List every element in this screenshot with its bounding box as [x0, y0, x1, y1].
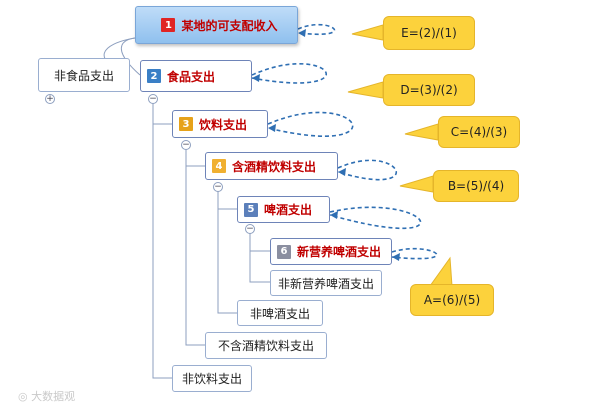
non-alcohol-node[interactable]: 不含酒精饮料支出 [205, 332, 327, 359]
tail-b [399, 175, 434, 193]
tail-d [347, 81, 384, 99]
tail-c [404, 123, 439, 141]
arrow-e [298, 29, 306, 37]
tree-lines [103, 37, 270, 379]
beer-node[interactable]: 5 啤酒支出 [237, 196, 330, 223]
dashed-e [297, 23, 336, 35]
non-drinks-label: 非饮料支出 [181, 372, 242, 386]
non-new-beer-node[interactable]: 非新营养啤酒支出 [270, 270, 382, 296]
dashed-a [329, 206, 422, 230]
alcohol-label: 含酒精饮料支出 [232, 159, 317, 174]
new-beer-node[interactable]: 6 新营养啤酒支出 [270, 238, 392, 265]
badge-2: 2 [147, 69, 161, 83]
alcohol-node[interactable]: 4 含酒精饮料支出 [205, 152, 338, 180]
non-food-label: 非食品支出 [53, 68, 114, 83]
callout-b-label: B=(5)/(4) [447, 179, 505, 193]
arrowheads [252, 29, 400, 261]
badge-6: 6 [277, 244, 291, 259]
line-beer-branch [249, 229, 270, 283]
non-beer-node[interactable]: 非啤酒支出 [237, 300, 323, 326]
root-node[interactable]: 1 某地的可支配收入 [135, 6, 298, 44]
tail-e [351, 24, 384, 41]
line-alcohol-branch [217, 187, 237, 314]
callout-d: D=(3)/(2) [383, 74, 475, 106]
tail-a [429, 256, 453, 287]
non-alcohol-label: 不含酒精饮料支出 [217, 339, 314, 353]
callout-e-label: E=(2)/(1) [401, 26, 457, 40]
callout-b: B=(5)/(4) [433, 170, 519, 202]
callout-e: E=(2)/(1) [383, 16, 475, 50]
arrow-b [338, 168, 346, 176]
callout-d-label: D=(3)/(2) [400, 83, 458, 97]
non-beer-label: 非啤酒支出 [249, 306, 310, 321]
arrow-d [252, 74, 260, 82]
beer-label: 啤酒支出 [264, 203, 313, 217]
dashed-a-low [391, 247, 438, 260]
root-label: 某地的可支配收入 [181, 18, 278, 33]
collapse-toggle-food[interactable]: − [148, 94, 158, 104]
watermark: ◎ 大数据观 [18, 388, 75, 404]
collapse-toggle-alcohol[interactable]: − [213, 182, 223, 192]
badge-3: 3 [179, 117, 193, 131]
line-food-branch [152, 100, 172, 379]
food-label: 食品支出 [167, 69, 216, 84]
dashed-connectors [251, 23, 438, 260]
arrow-a-low [392, 253, 400, 261]
watermark-text: 大数据观 [31, 390, 76, 403]
expand-toggle-non-food[interactable]: + [45, 94, 55, 104]
non-food-node[interactable]: 非食品支出 [38, 58, 130, 92]
drinks-label: 饮料支出 [199, 117, 248, 132]
badge-1: 1 [161, 18, 176, 32]
dashed-d [251, 62, 327, 84]
drinks-node[interactable]: 3 饮料支出 [172, 110, 268, 138]
collapse-toggle-drinks[interactable]: − [181, 140, 191, 150]
collapse-toggle-beer[interactable]: − [245, 224, 255, 234]
callout-c-label: C=(4)/(3) [450, 125, 508, 139]
food-node[interactable]: 2 食品支出 [140, 60, 252, 92]
callout-a: A=(6)/(5) [410, 284, 494, 316]
arrow-c [268, 124, 276, 132]
callout-a-label: A=(6)/(5) [423, 293, 481, 307]
dashed-b [337, 159, 398, 181]
non-new-beer-label: 非新营养啤酒支出 [277, 276, 374, 291]
badge-5: 5 [244, 202, 258, 217]
line-drinks-branch [185, 148, 205, 346]
new-beer-label: 新营养啤酒支出 [297, 245, 382, 259]
dashed-c [267, 111, 354, 137]
watermark-icon: ◎ [18, 390, 32, 403]
arrow-a [330, 211, 338, 219]
badge-4: 4 [212, 159, 226, 173]
non-drinks-node[interactable]: 非饮料支出 [172, 365, 252, 392]
callout-c: C=(4)/(3) [438, 116, 520, 148]
